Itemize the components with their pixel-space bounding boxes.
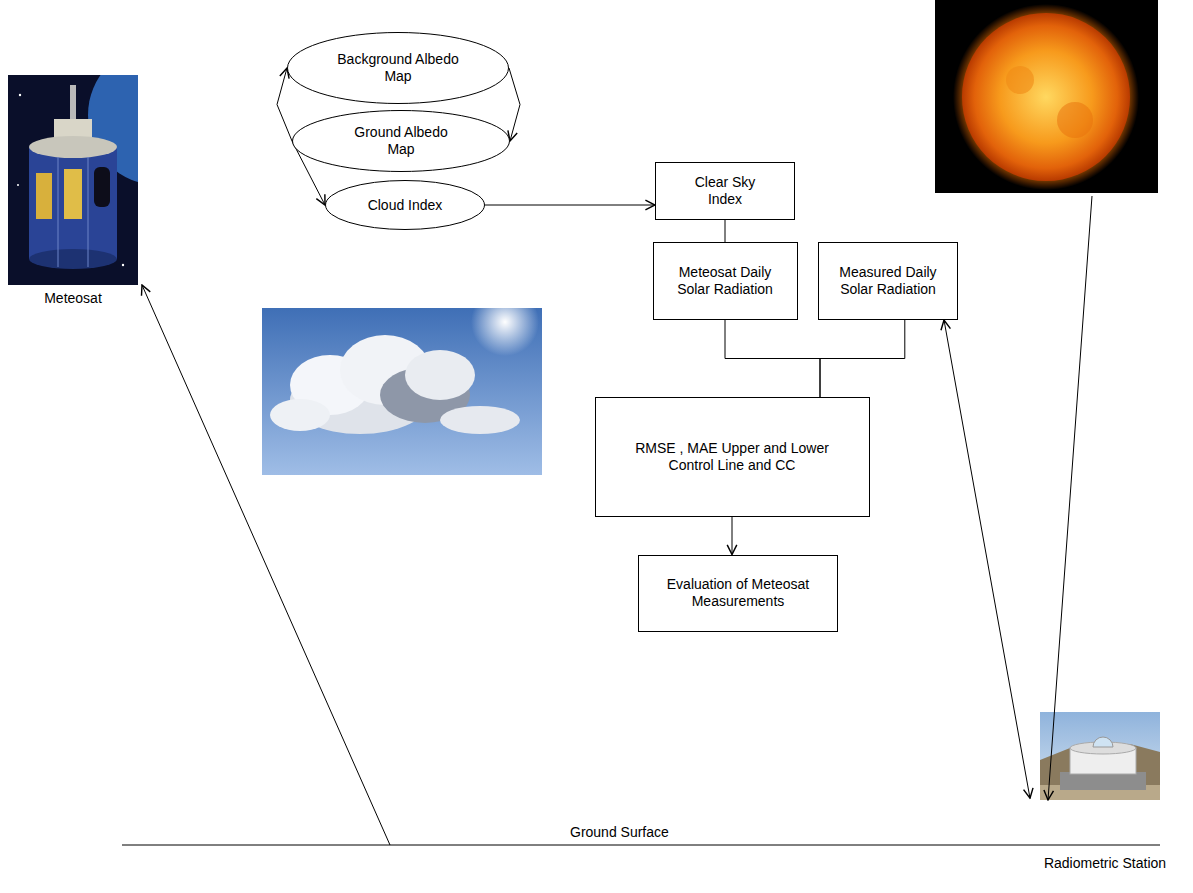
star bbox=[122, 264, 124, 266]
process-box: Clear Sky Index bbox=[655, 162, 795, 220]
star bbox=[19, 94, 21, 96]
solar-panel bbox=[36, 173, 52, 219]
text-block: Cloud Index bbox=[368, 197, 443, 214]
sun-glow bbox=[953, 4, 1139, 190]
node-text: Meteosat Daily Solar Radiation bbox=[663, 264, 788, 298]
connector bbox=[820, 320, 905, 397]
sun-glare bbox=[471, 288, 539, 356]
cloud-photo bbox=[262, 288, 542, 475]
node-text: RMSE , MAE Upper and Lower Control Line … bbox=[632, 440, 832, 474]
sun-illustration bbox=[935, 0, 1158, 193]
cloud bbox=[405, 350, 475, 400]
satellite-body bbox=[29, 147, 117, 259]
process-ellipse: Ground Albedo Map bbox=[292, 110, 510, 172]
node-text: Cloud Index bbox=[368, 197, 443, 214]
satellite-top bbox=[29, 136, 117, 158]
text-block: Meteosat Daily Solar Radiation bbox=[663, 264, 788, 298]
ground-line bbox=[122, 845, 1160, 846]
sun-spot bbox=[1057, 102, 1093, 138]
process-box: Meteosat Daily Solar Radiation bbox=[653, 242, 798, 320]
text-block: Background Albedo Map bbox=[328, 51, 468, 85]
node-text: Measured Daily Solar Radiation bbox=[828, 264, 948, 298]
station-node: Radiometric Station bbox=[1030, 708, 1180, 872]
connector bbox=[509, 68, 520, 141]
dome bbox=[1093, 737, 1113, 747]
star bbox=[17, 184, 19, 186]
cloud bbox=[440, 406, 520, 434]
text-block: Radiometric Station bbox=[1044, 855, 1166, 872]
instrument-base bbox=[1060, 772, 1146, 790]
ellipse-shape bbox=[288, 33, 509, 104]
text-block: Clear Sky Index bbox=[680, 174, 770, 208]
process-box: Measured Daily Solar Radiation bbox=[818, 242, 958, 320]
connector bbox=[732, 517, 733, 555]
connector bbox=[944, 320, 1030, 798]
process-ellipse: Background Albedo Map bbox=[287, 32, 509, 104]
process-ellipse: Cloud Index bbox=[325, 180, 485, 230]
satellite-node: Meteosat bbox=[8, 75, 138, 307]
satellite-base bbox=[29, 249, 117, 269]
cloud bbox=[270, 399, 330, 431]
sky bbox=[1040, 712, 1160, 800]
text-block: Evaluation of Meteosat Measurements bbox=[653, 576, 823, 610]
sun-spot bbox=[1006, 66, 1034, 94]
node-text: Radiometric Station bbox=[1044, 855, 1166, 872]
panel-seam bbox=[88, 157, 89, 267]
panel-seam bbox=[58, 157, 59, 267]
text-block: Measured Daily Solar Radiation bbox=[828, 264, 948, 298]
ellipse-shape bbox=[326, 181, 485, 230]
connector bbox=[725, 320, 820, 397]
process-box: Evaluation of Meteosat Measurements bbox=[638, 555, 838, 632]
surface-label: Ground Surface bbox=[568, 824, 671, 841]
solar-panel bbox=[64, 169, 82, 219]
connector bbox=[725, 220, 726, 242]
reflection-ray bbox=[142, 285, 390, 845]
text-block: RMSE , MAE Upper and Lower Control Line … bbox=[632, 440, 832, 474]
text-block: Ground Albedo Map bbox=[346, 124, 456, 158]
process-box: RMSE , MAE Upper and Lower Control Line … bbox=[595, 397, 870, 517]
connector bbox=[277, 68, 292, 141]
aperture bbox=[94, 167, 110, 207]
connector bbox=[485, 205, 655, 206]
node-text: Evaluation of Meteosat Measurements bbox=[653, 576, 823, 610]
node-text: Ground Albedo Map bbox=[346, 124, 456, 158]
text-block: Meteosat bbox=[44, 290, 102, 307]
sun-ray bbox=[1048, 196, 1092, 800]
antenna bbox=[70, 85, 76, 123]
station-photo bbox=[1040, 712, 1160, 800]
node-text: Meteosat bbox=[44, 290, 102, 307]
node-text: Background Albedo Map bbox=[328, 51, 468, 85]
node-text: Clear Sky Index bbox=[680, 174, 770, 208]
space-ground bbox=[935, 0, 1158, 193]
meteosat-illustration bbox=[8, 75, 138, 285]
ellipse-shape bbox=[293, 111, 510, 172]
sun-disc bbox=[962, 13, 1130, 181]
